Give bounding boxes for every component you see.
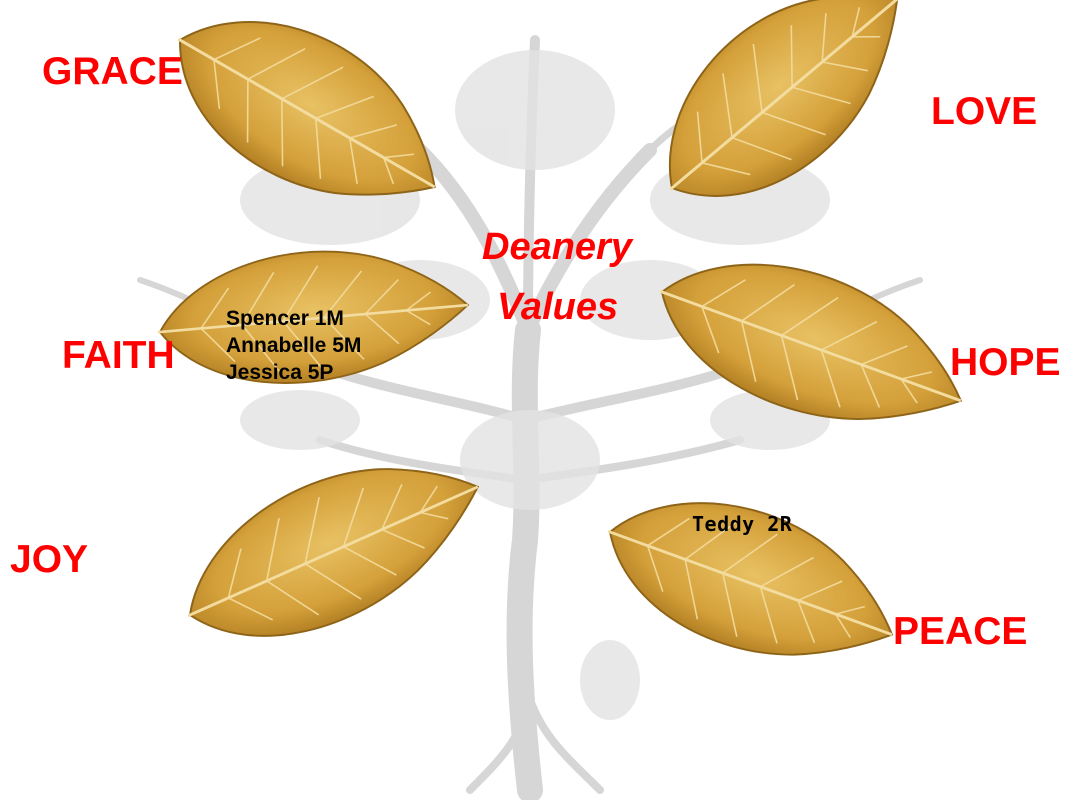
value-label-love: LOVE: [931, 90, 1038, 133]
value-label-grace: GRACE: [42, 50, 183, 93]
faith-name: Spencer 1M: [226, 307, 344, 330]
value-label-peace: PEACE: [893, 610, 1028, 653]
value-label-hope: HOPE: [950, 341, 1061, 384]
title-line-1: Deanery: [482, 226, 632, 268]
peace-leaf-name: Teddy 2R: [692, 512, 793, 536]
value-label-faith: FAITH: [62, 334, 175, 377]
faith-leaf-names: Spencer 1M Annabelle 5M Jessica 5P: [226, 305, 361, 386]
value-label-joy: JOY: [10, 538, 89, 581]
title-line-2: Values: [497, 286, 619, 328]
faith-name: Annabelle 5M: [226, 334, 362, 357]
faith-name: Jessica 5P: [226, 361, 334, 384]
leaf-joy: [157, 421, 507, 678]
